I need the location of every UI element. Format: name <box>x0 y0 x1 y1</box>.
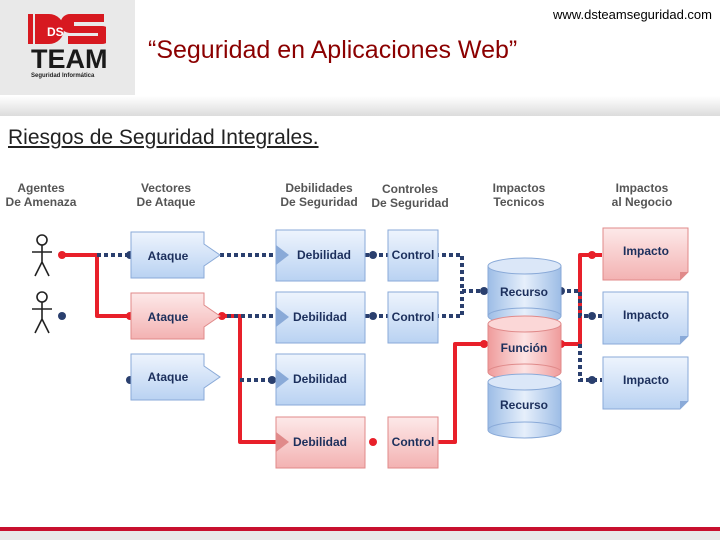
slide-subtitle: Riesgos de Seguridad Integrales. <box>8 126 319 149</box>
ds-logo-mark: DS <box>28 14 106 44</box>
header-band <box>135 96 720 116</box>
header-controles-2: De Seguridad <box>371 196 448 210</box>
header-controles-1: Controles <box>382 182 438 196</box>
header-band-left <box>0 96 135 116</box>
attack-vector-box: Ataque <box>130 292 221 340</box>
header-agentes-2: De Amenaza <box>6 195 77 209</box>
business-impact-box: Impacto <box>602 291 689 345</box>
impact-label: Impacto <box>623 244 669 258</box>
header-tecnicos-1: Impactos <box>493 181 546 195</box>
attack-label: Ataque <box>148 310 189 324</box>
control-box: Control <box>387 291 439 344</box>
resource-label: Recurso <box>500 285 548 299</box>
attack-label: Ataque <box>148 370 189 384</box>
weakness-label: Debilidad <box>293 435 347 449</box>
business-impact-box: Impacto <box>602 356 689 410</box>
header-debilidades-2: De Seguridad <box>280 195 357 209</box>
weakness-box: Debilidad <box>275 229 366 282</box>
attack-label: Ataque <box>148 249 189 263</box>
control-label: Control <box>392 310 435 324</box>
resource-cylinder: Recurso <box>487 373 562 439</box>
header-debilidades-1: Debilidades <box>285 181 353 195</box>
control-box: Control <box>387 416 439 469</box>
attack-vector-box: Ataque <box>130 353 221 401</box>
logo-panel: DS TEAM Seguridad Informática <box>0 0 135 95</box>
impact-label: Impacto <box>623 308 669 322</box>
weakness-box: Debilidad <box>275 353 366 406</box>
threat-agent-icon <box>32 234 52 277</box>
logo-ds-text: DS <box>47 25 64 39</box>
logo-tagline: Seguridad Informática <box>31 73 95 79</box>
function-cylinder: Función <box>487 315 562 381</box>
business-impact-box: Impacto <box>602 227 689 281</box>
resource-label: Recurso <box>500 398 548 412</box>
control-label: Control <box>392 248 435 262</box>
weakness-label: Debilidad <box>293 372 347 386</box>
header-tecnicos-2: Tecnicos <box>493 195 544 209</box>
control-label: Control <box>392 435 435 449</box>
weakness-box: Debilidad <box>275 416 366 469</box>
header-vectores-1: Vectores <box>141 181 191 195</box>
impact-label: Impacto <box>623 373 669 387</box>
footer-red-line <box>0 527 720 531</box>
header-agentes-1: Agentes <box>17 181 65 195</box>
header-negocio-2: al Negocio <box>612 195 673 209</box>
header-negocio-1: Impactos <box>616 181 669 195</box>
slide-title: “Seguridad en Aplicaciones Web” <box>148 36 518 64</box>
header-vectores-2: De Ataque <box>137 195 196 209</box>
threat-agent-icon <box>32 291 52 334</box>
resource-cylinder: Recurso <box>487 257 562 325</box>
logo-team-text: TEAM <box>31 44 108 74</box>
weakness-label: Debilidad <box>293 310 347 324</box>
weakness-label: Debilidad <box>297 248 351 262</box>
control-box: Control <box>387 229 439 282</box>
weakness-box: Debilidad <box>275 291 366 344</box>
website-url[interactable]: www.dsteamseguridad.com <box>553 7 712 22</box>
attack-vector-box: Ataque <box>130 231 221 279</box>
footer-band <box>0 531 720 540</box>
function-label: Función <box>501 341 548 355</box>
